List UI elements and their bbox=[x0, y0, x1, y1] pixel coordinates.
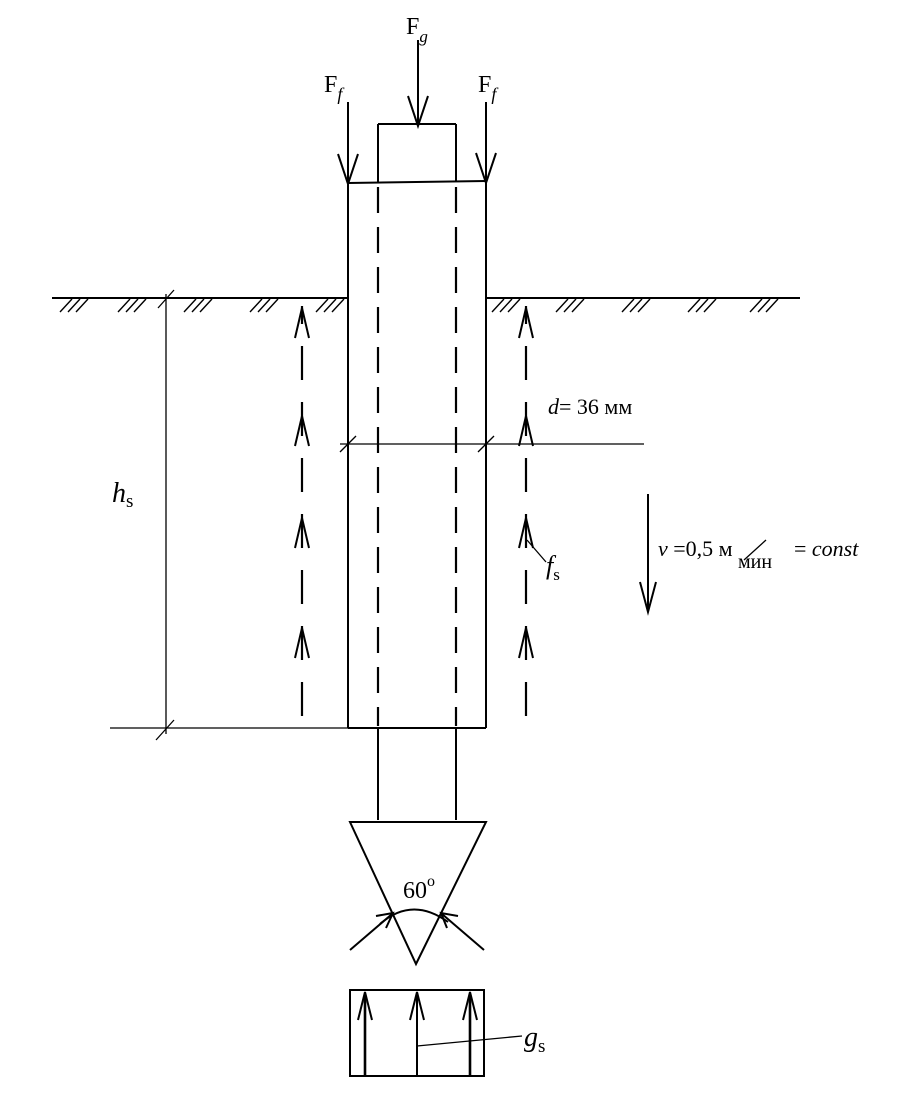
force-f-label-left: Ff bbox=[324, 72, 345, 104]
velocity-constant: = const bbox=[794, 536, 859, 561]
tip-resistance-box bbox=[349, 989, 523, 1077]
force-g-label: Fg bbox=[406, 14, 428, 46]
cone-angle-label: 60o bbox=[403, 873, 435, 904]
ground-surface bbox=[52, 297, 800, 313]
depth-dimension bbox=[110, 289, 348, 741]
skin-friction-arrows-right bbox=[518, 306, 534, 716]
force-f-label-right: Ff bbox=[478, 72, 499, 104]
tip-resistance-label: gs bbox=[524, 1022, 545, 1057]
diameter-dimension bbox=[339, 435, 644, 453]
skin-friction-label: fs bbox=[546, 551, 560, 584]
ground-hatching bbox=[59, 298, 779, 313]
velocity-arrow bbox=[639, 494, 657, 616]
force-g-arrow bbox=[407, 40, 429, 130]
depth-label: hs bbox=[112, 478, 133, 512]
friction-sleeve bbox=[347, 180, 487, 729]
force-f-arrow-left bbox=[337, 102, 359, 188]
velocity-label: v =0,5 м bbox=[658, 536, 733, 561]
inner-rod bbox=[376, 123, 458, 820]
cone-angle-arc bbox=[349, 908, 485, 951]
force-f-arrow-right bbox=[475, 102, 497, 187]
skin-friction-arrows-left bbox=[294, 306, 310, 716]
cone-tip bbox=[348, 821, 488, 967]
velocity-fraction-slash bbox=[743, 539, 767, 561]
diameter-label: d= 36 мм bbox=[548, 394, 632, 419]
skin-friction-leader bbox=[526, 539, 547, 563]
velocity-unit: мин bbox=[738, 551, 772, 573]
